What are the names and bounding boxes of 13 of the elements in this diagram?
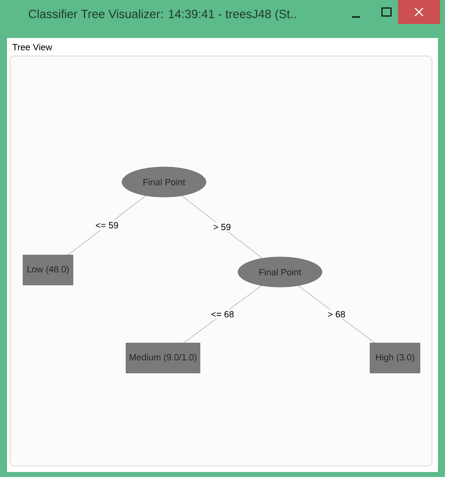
branch-line [183, 285, 262, 344]
leaf-box: Medium (9.0/1.0) [126, 342, 200, 374]
edge-label: <= 68 [211, 311, 234, 318]
edge-label: > 59 [214, 224, 230, 230]
tab-label: Tree View [12, 44, 52, 50]
edge-label: <= 59 [96, 222, 118, 228]
branch-line [181, 195, 263, 259]
leaf-box: High (3.0) [370, 342, 420, 374]
branch-line [68, 195, 146, 256]
leaf-box: Low (48.0) [22, 254, 74, 286]
branch-line [298, 285, 375, 344]
edge-label: > 68 [328, 311, 345, 318]
window-title: Classifier Tree Visualizer: 14:39:41 - treesJ48 (St.. [28, 9, 296, 21]
